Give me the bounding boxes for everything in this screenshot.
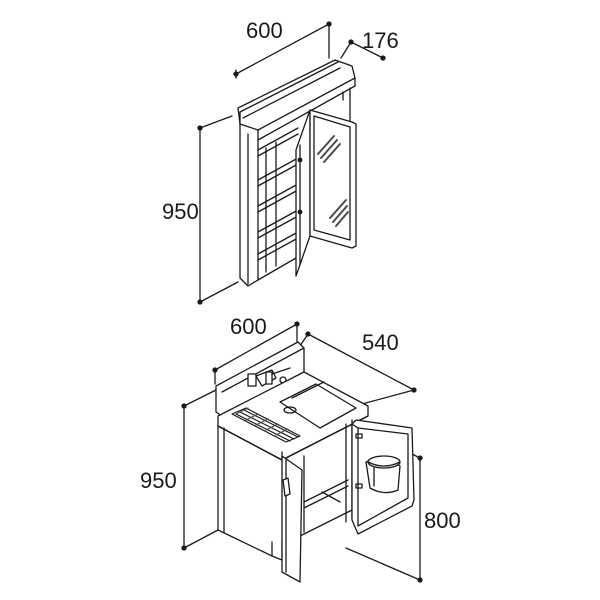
cabinet-door-right — [309, 109, 357, 249]
vanity-unit: 600 540 950 800 — [140, 314, 461, 583]
door-bucket-icon — [365, 455, 401, 494]
cabinet-height-label: 950 — [162, 199, 199, 224]
cabinet-door-left — [295, 109, 311, 277]
vanity-height-dimension: 950 — [140, 389, 219, 551]
cabinet-width-dimension: 600 — [233, 18, 332, 79]
mirror-glare-bottom — [329, 199, 349, 227]
cabinet-body — [239, 87, 351, 287]
mirror-glare-top — [317, 135, 341, 163]
cabinet-top-light — [237, 59, 356, 141]
cabinet-depth-label: 176 — [362, 28, 399, 53]
cabinet-width-label: 600 — [246, 18, 283, 43]
vanity-door-right — [351, 419, 415, 535]
vanity-height-label: 950 — [140, 468, 177, 493]
vanity-door-left — [281, 455, 303, 583]
vanity-width-label: 600 — [230, 314, 267, 339]
vanity-depth-label: 540 — [362, 330, 399, 355]
mirror-cabinet: 600 176 950 — [162, 18, 399, 305]
vanity-width-dimension: 600 — [212, 314, 300, 385]
cabinet-height-dimension: 950 — [162, 115, 239, 305]
drain-grate — [231, 407, 301, 443]
vanity-depth-dimension: 540 — [299, 330, 417, 405]
vanity-counter-height-dimension: 800 — [345, 451, 461, 583]
cabinet-depth-dimension: 176 — [340, 28, 399, 61]
vanity-counter-height-label: 800 — [424, 508, 461, 533]
left-door-handle-icon — [282, 477, 291, 497]
faucet-icon — [247, 367, 291, 387]
